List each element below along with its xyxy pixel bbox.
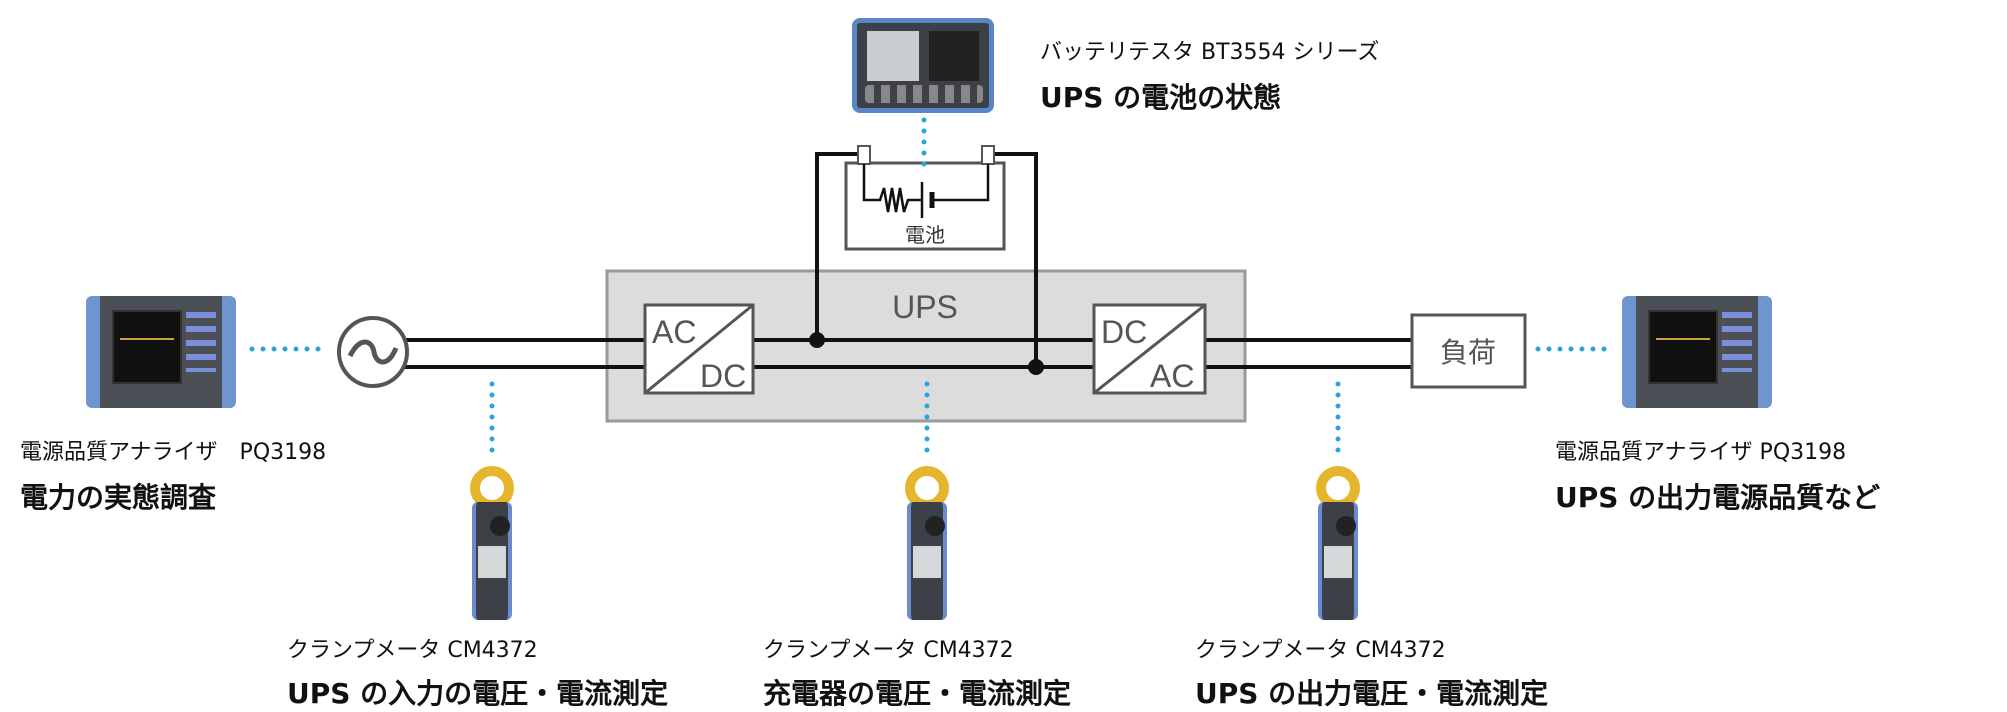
inverter-top-label: DC xyxy=(1101,314,1147,350)
ups-label: UPS xyxy=(892,289,958,325)
rectifier-top-label: AC xyxy=(652,314,696,350)
battery-label: 電池 xyxy=(905,223,945,247)
clamp-2-model: クランプメータ CM4372 xyxy=(763,638,1014,663)
junction-dot xyxy=(809,332,825,348)
inverter-bottom-label: AC xyxy=(1150,358,1194,394)
battery-tester-image xyxy=(852,18,994,113)
sine-wave-icon xyxy=(347,339,399,365)
clamp-meter-image xyxy=(1308,466,1368,621)
junction-dot xyxy=(1028,359,1044,375)
analyzer-right-purpose: UPS の出力電源品質など xyxy=(1555,481,1881,514)
battery-symbol xyxy=(844,145,1006,251)
analyzer-left-purpose: 電力の実態調査 xyxy=(20,481,217,514)
analyzer-right-model: 電源品質アナライザ PQ3198 xyxy=(1555,440,1847,465)
clamp-meter-image xyxy=(462,466,522,621)
power-analyzer-image-left xyxy=(86,296,236,408)
inverter-dc-ac xyxy=(1092,303,1207,395)
rectifier-bottom-label: DC xyxy=(700,358,746,394)
dotted-connectors xyxy=(249,117,1615,461)
battery-tester-purpose: UPS の電池の状態 xyxy=(1040,81,1282,114)
clamp-meter-image xyxy=(897,466,957,621)
clamp-3-model: クランプメータ CM4372 xyxy=(1195,638,1446,663)
power-analyzer-image-right xyxy=(1622,296,1772,408)
battery-tester-model: バッテリテスタ BT3554 シリーズ xyxy=(1040,40,1380,65)
clamp-2-purpose: 充電器の電圧・電流測定 xyxy=(763,677,1072,710)
clamp-3-purpose: UPS の出力電圧・電流測定 xyxy=(1195,677,1549,710)
clamp-1-purpose: UPS の入力の電圧・電流測定 xyxy=(287,677,669,710)
clamp-1-model: クランプメータ CM4372 xyxy=(287,638,538,663)
rectifier-ac-dc xyxy=(643,303,755,395)
load-label: 負荷 xyxy=(1440,336,1496,369)
load-box xyxy=(1410,313,1527,389)
analyzer-left-model: 電源品質アナライザ PQ3198 xyxy=(20,440,327,465)
